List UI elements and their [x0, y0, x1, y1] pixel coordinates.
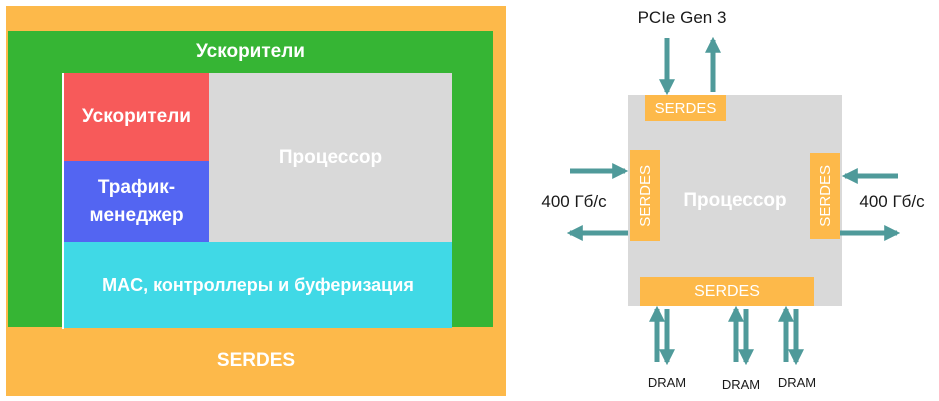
processor-block: Процессор: [209, 73, 452, 242]
serdes-top: SERDES: [645, 95, 726, 121]
serdes-bottom: SERDES: [640, 277, 814, 306]
divider-line: [62, 73, 64, 329]
dram-label-1: DRAM: [647, 374, 687, 390]
traffic-manager-line2: менеджер: [89, 204, 184, 226]
serdes-frame-label: SERDES: [216, 350, 296, 371]
serdes-left: SERDES: [630, 150, 660, 241]
traffic-manager-block: Трафик- менеджер: [64, 161, 209, 242]
dram-label-3: DRAM: [777, 374, 817, 390]
speed-left-label: 400 Гб/с: [541, 192, 607, 211]
processor-chip-label: Процессор: [683, 190, 787, 211]
speed-right-label: 400 Гб/с: [859, 192, 925, 211]
accelerators-block: Ускорители: [64, 73, 209, 161]
serdes-right: SERDES: [810, 153, 840, 239]
dram-label-2: DRAM: [721, 376, 761, 392]
traffic-manager-line1: Трафик-: [97, 176, 176, 198]
accelerators-frame-label: Ускорители: [196, 41, 305, 62]
pcie-label: PCIe Gen 3: [637, 8, 727, 27]
processor-chip: [628, 95, 842, 306]
mac-block: MAC, контроллеры и буферизация: [64, 242, 452, 328]
